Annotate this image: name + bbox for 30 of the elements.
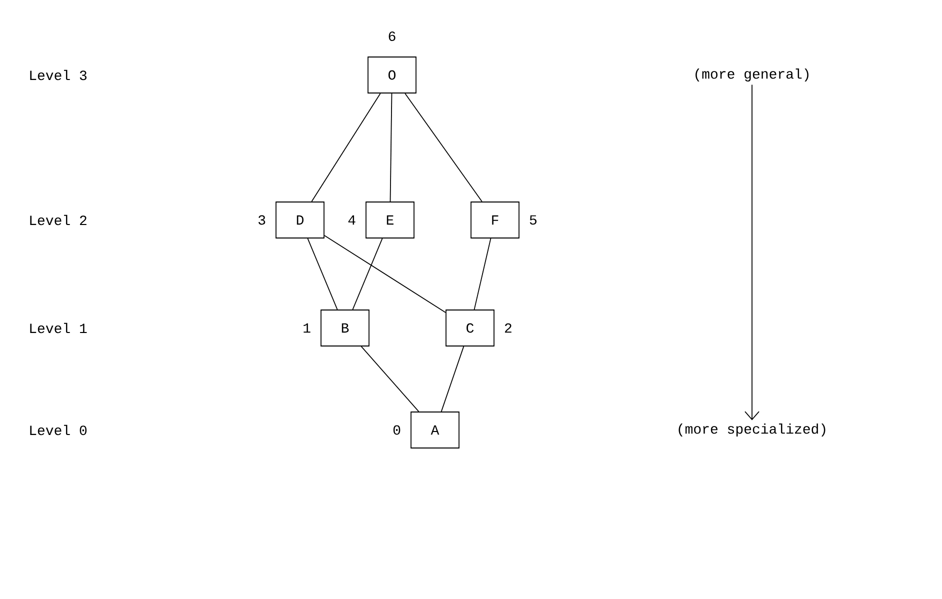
connector-line: [474, 238, 492, 310]
letter-box: D: [276, 202, 324, 238]
connector-line: [404, 93, 482, 202]
level-label: Level 2: [30, 214, 86, 226]
node-number: 5: [530, 215, 536, 225]
letter-box: C: [446, 310, 494, 346]
node-number: 4: [348, 215, 356, 225]
node-number: 0: [393, 425, 400, 435]
connector-line: [352, 238, 383, 310]
note-text: (more specialized): [678, 423, 826, 437]
node-number: 3: [258, 215, 266, 225]
letter-box: F: [470, 202, 520, 238]
level-label: Level 0: [30, 424, 87, 436]
connector-line: [440, 346, 464, 412]
connector-line: [390, 93, 392, 202]
node-number: 2: [504, 323, 512, 333]
node-number: 6: [388, 32, 396, 42]
connector-line: [360, 346, 420, 412]
letter-box: O: [368, 56, 416, 94]
direction-arrow: [744, 84, 760, 420]
node-number: 1: [304, 323, 310, 333]
letter-box: A: [410, 412, 460, 448]
connector-line: [324, 235, 446, 313]
connector-line: [307, 238, 338, 310]
level-label: Level 3: [30, 70, 87, 80]
level-label: Level 1: [30, 322, 87, 334]
connector-line: [311, 93, 381, 202]
letter-box: E: [366, 202, 414, 238]
letter-box: B: [320, 310, 370, 346]
note-text: (more general): [696, 68, 808, 82]
